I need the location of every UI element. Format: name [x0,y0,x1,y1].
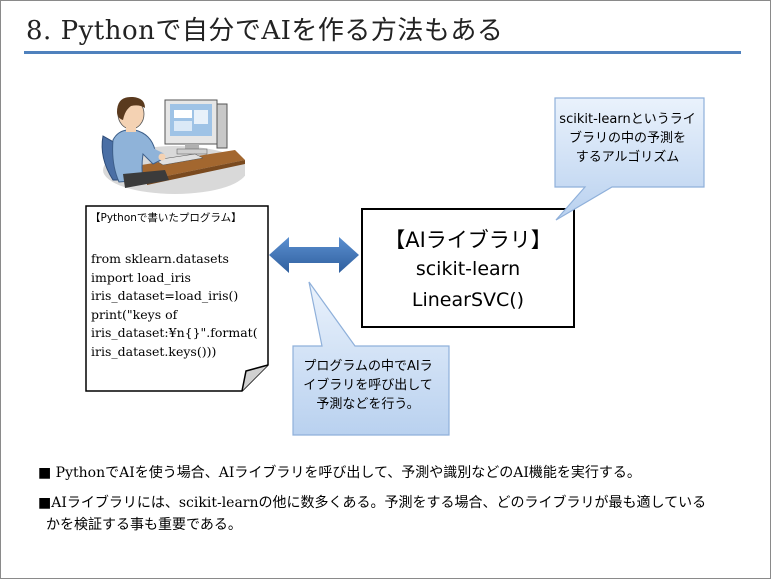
bullet-item-2-continued: かを検証する事も重要である。 [46,517,242,533]
bullet-notes: ■ PythonでAIを使う場合、AIライブラリを呼び出して、予測や識別などのA… [38,463,706,535]
program-document-label: 【Pythonで書いたプログラム】 [90,212,242,224]
ai-library-box: 【AIライブラリ】 scikit-learn LinearSVC() [361,208,575,328]
programmer-illustration [101,96,245,194]
program-callout-text: プログラムの中でAIラ イブラリを呼び出して 予測などを行う。 [303,359,433,412]
library-callout-text: scikit-learnというライ ブラリの中の予測を するアルゴリズム [559,112,696,165]
algorithm-class-name: LinearSVC() [411,289,525,311]
double-arrow-icon [269,237,359,273]
ai-library-title: 【AIライブラリ】 [384,228,552,252]
bullet-item-1: ■ PythonでAIを使う場合、AIライブラリを呼び出して、予測や識別などのA… [38,465,641,481]
program-document-shape [85,205,269,392]
python-code-snippet: from sklearn.datasets import load_iris i… [91,251,258,359]
bullet-item-2: ■AIライブラリには、scikit-learnの他に数多くある。予測をする場合、… [38,495,707,511]
slide-title: 8. Pythonで自分でAIを作る方法もある [26,16,504,46]
library-name: scikit-learn [415,258,521,280]
title-underline [24,51,741,54]
